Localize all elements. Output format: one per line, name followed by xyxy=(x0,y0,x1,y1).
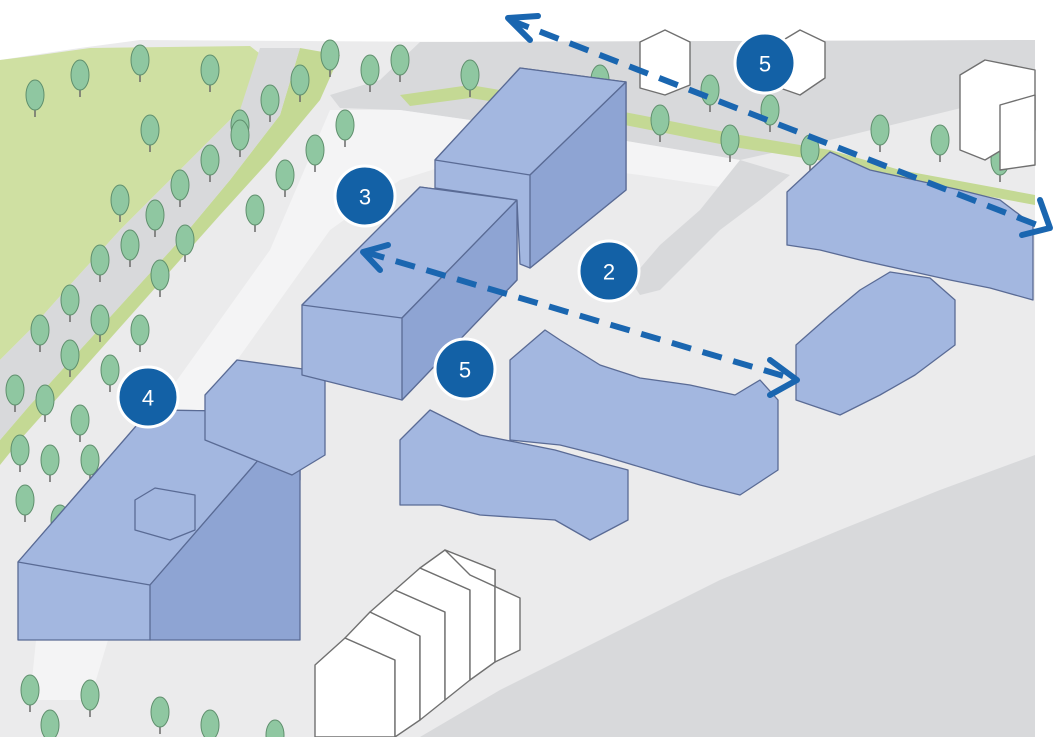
tree-icon xyxy=(390,44,410,82)
terrace-northeast xyxy=(786,151,1034,301)
tree-icon xyxy=(265,719,285,737)
tree-icon xyxy=(290,64,310,102)
tree-icon xyxy=(30,314,50,352)
tree-icon xyxy=(170,169,190,207)
existing-houses-top-right xyxy=(639,29,1036,171)
tree-icon xyxy=(150,259,170,297)
tree-rows xyxy=(5,39,1010,737)
tree-icon xyxy=(150,696,170,734)
tree-icon xyxy=(320,39,340,77)
tree-icon xyxy=(130,44,150,82)
tree-icon xyxy=(275,159,295,197)
view-link-centre xyxy=(364,249,798,383)
tree-icon xyxy=(870,114,890,152)
road-top xyxy=(330,40,1035,160)
tree-icon xyxy=(90,304,110,342)
marker-3: 3 xyxy=(333,164,397,228)
marker-2-label: 2 xyxy=(603,260,615,285)
park-lawn xyxy=(0,46,268,360)
tree-icon xyxy=(35,384,55,422)
tree-icon xyxy=(175,224,195,262)
tree-icon xyxy=(130,314,150,352)
tree-icon xyxy=(650,104,670,142)
tree-icon xyxy=(930,124,950,162)
tree-icon xyxy=(70,404,90,442)
marker-5-centre-label: 5 xyxy=(459,358,471,383)
tree-icon xyxy=(70,59,90,97)
tree-icon xyxy=(120,229,140,267)
tree-icon xyxy=(145,199,165,237)
view-link-top-head-end xyxy=(1019,197,1053,238)
marker-5-centre: 5 xyxy=(433,337,497,401)
tree-icon xyxy=(90,244,110,282)
tree-icon xyxy=(15,484,35,522)
tree-icon xyxy=(100,354,120,392)
marker-3-label: 3 xyxy=(359,185,371,210)
view-link-centre-head-end xyxy=(767,357,800,398)
tree-icon xyxy=(5,374,25,412)
tree-icon xyxy=(260,84,280,122)
green-verge-left xyxy=(0,48,340,465)
tree-icon xyxy=(200,709,220,737)
terrace-east-middle xyxy=(795,271,956,416)
tree-icon xyxy=(460,59,480,97)
tree-icon xyxy=(305,134,325,172)
tree-icon xyxy=(335,109,355,147)
tree-icon xyxy=(40,444,60,482)
marker-4-label: 4 xyxy=(142,386,154,411)
marker-5-top: 5 xyxy=(733,31,797,95)
tree-icon xyxy=(60,284,80,322)
tree-icon xyxy=(230,119,250,157)
terrace-gabled-centre xyxy=(509,329,779,496)
marker-5-top-label: 5 xyxy=(759,52,771,77)
tree-icon xyxy=(80,679,100,717)
tree-icon xyxy=(80,444,100,482)
view-link-centre-head-start xyxy=(360,242,391,273)
existing-houses-bottom xyxy=(314,549,521,737)
tree-icon xyxy=(200,144,220,182)
tree-icon xyxy=(40,709,60,737)
tree-icon xyxy=(200,54,220,92)
tree-icon xyxy=(245,194,265,232)
road-inner-curve xyxy=(630,160,790,295)
proposed-buildings xyxy=(17,67,1034,641)
tree-icon xyxy=(140,114,160,152)
view-arrows xyxy=(360,13,1053,398)
tree-icon xyxy=(720,124,740,162)
tree-icon xyxy=(110,184,130,222)
tree-icon xyxy=(60,339,80,377)
view-link-top-head-start xyxy=(505,13,541,43)
tree-icon xyxy=(20,674,40,712)
tree-icon xyxy=(360,54,380,92)
road-bottom-right xyxy=(420,455,1035,737)
tree-icon xyxy=(10,434,30,472)
tree-icon xyxy=(25,79,45,117)
marker-2: 2 xyxy=(577,239,641,303)
terrace-centre xyxy=(399,409,629,541)
block-rear-west xyxy=(204,359,326,476)
marker-4: 4 xyxy=(116,365,180,429)
